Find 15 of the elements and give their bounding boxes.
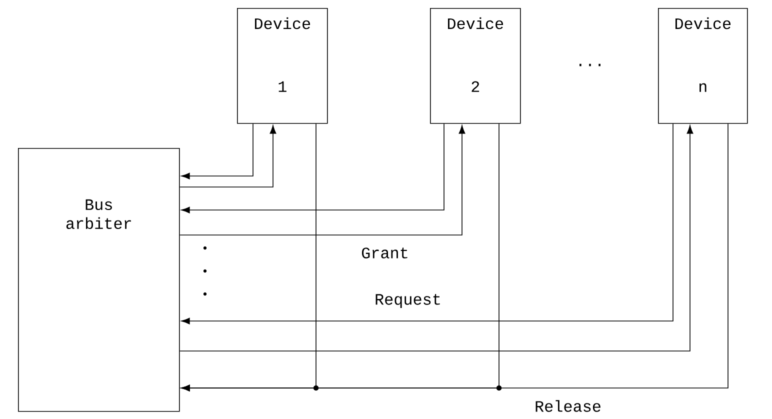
device-box: Device 1 [237, 8, 328, 124]
connector-arrow [179, 125, 276, 188]
connector-arrow [179, 125, 694, 352]
connector-arrow [181, 123, 674, 324]
signal-label: Release [536, 400, 600, 412]
device-box: Device n [658, 8, 748, 124]
device-box: Device 2 [430, 8, 521, 124]
arbiter-box: Bus arbiter [18, 148, 180, 412]
connector-arrow [181, 123, 444, 214]
connector-arrow [179, 125, 466, 236]
connector-arrow [181, 123, 254, 180]
connector-arrow [181, 123, 728, 392]
ellipsis-label: ... [580, 64, 600, 66]
signal-label: Grant [362, 248, 408, 258]
signal-label: Request [376, 294, 440, 308]
